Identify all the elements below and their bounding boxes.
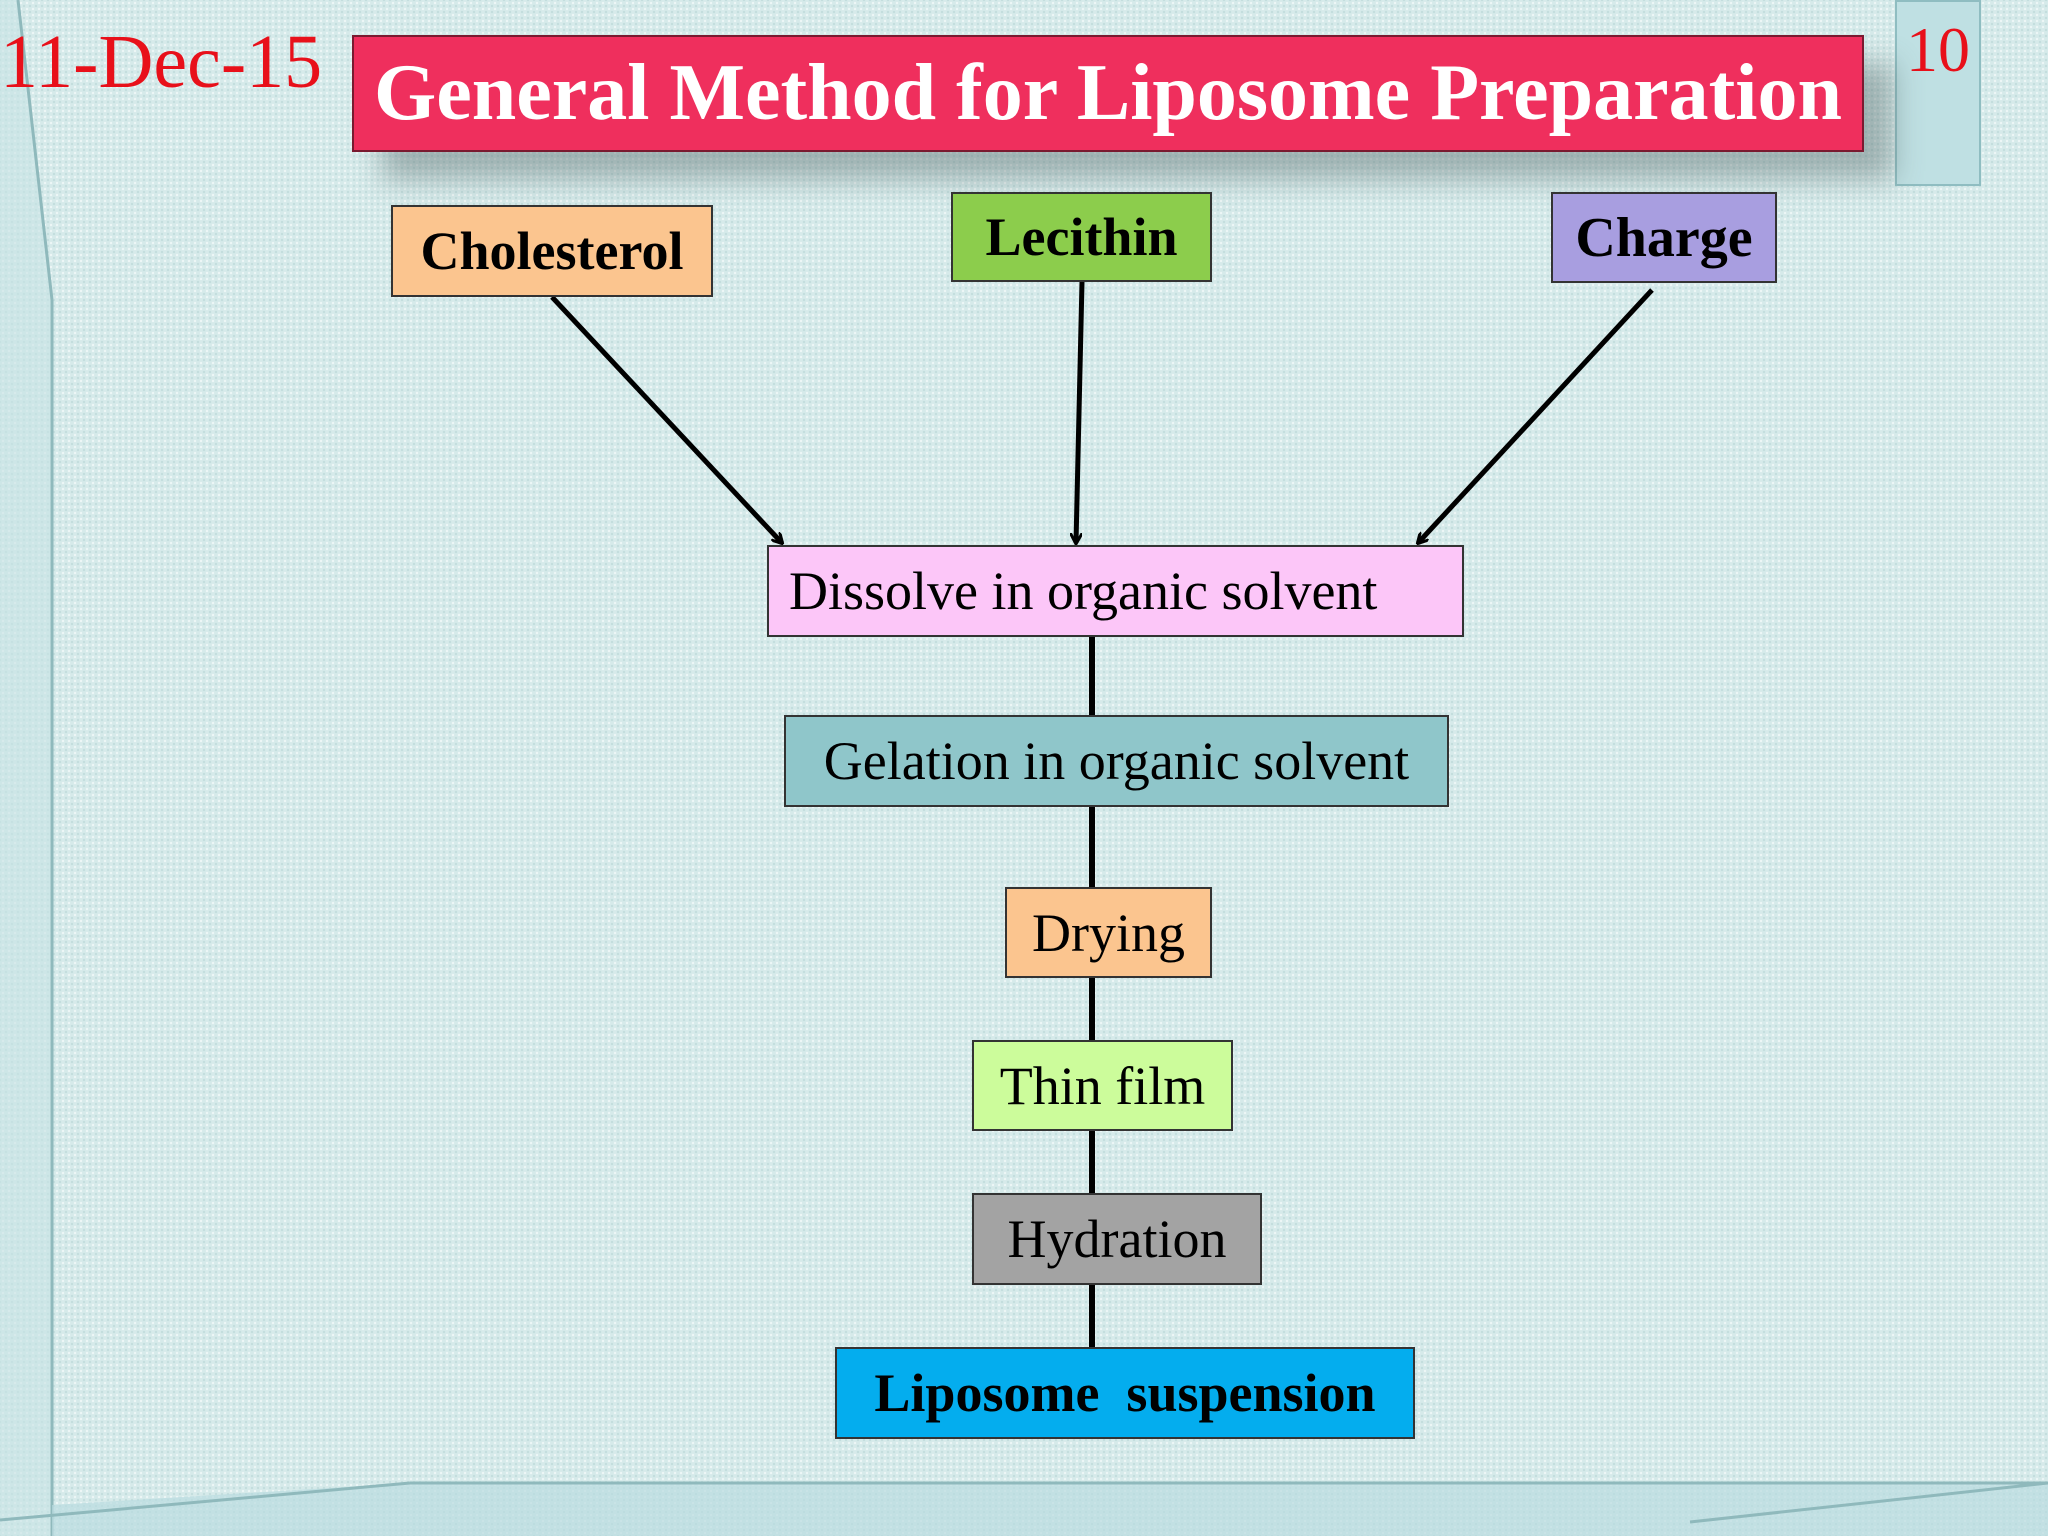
arrow-cholesterol-to-dissolve [550, 295, 782, 543]
node-charge: Charge [1551, 192, 1777, 283]
slide-number-tab: 10 [1895, 0, 1981, 186]
arrow-lecithin-to-dissolve [1076, 281, 1085, 543]
node-hydration: Hydration [972, 1193, 1262, 1285]
slide-date: 11-Dec-15 [0, 20, 323, 104]
node-thin-film: Thin film [972, 1040, 1233, 1131]
slide-title: General Method for Liposome Preparation [352, 35, 1864, 152]
slide-number: 10 [1906, 14, 1970, 85]
arrow-charge-to-dissolve [1418, 288, 1654, 543]
node-drying: Drying [1005, 887, 1212, 978]
node-lecithin: Lecithin [951, 192, 1212, 282]
node-liposome-suspension: Liposome suspension [835, 1347, 1415, 1439]
node-gelation: Gelation in organic solvent [784, 715, 1449, 807]
node-cholesterol: Cholesterol [391, 205, 713, 297]
node-dissolve: Dissolve in organic solvent [767, 545, 1464, 637]
